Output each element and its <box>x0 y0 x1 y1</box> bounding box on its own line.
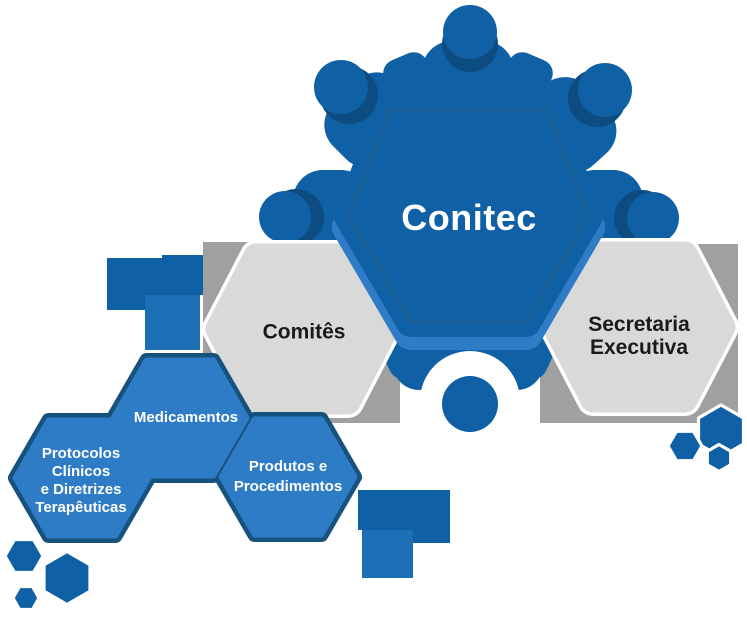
trio-hexagon <box>705 442 733 474</box>
trio-hexagon <box>11 584 41 612</box>
produtos-hexagon <box>218 416 358 538</box>
trio-hexagon <box>42 549 92 607</box>
person-head-icon-right <box>627 192 679 244</box>
person-head-icon-bottom <box>442 376 498 432</box>
person-head-icon-upper-left <box>314 60 368 114</box>
pixel-square <box>362 530 413 578</box>
secretaria-hexagon <box>539 238 739 416</box>
pixel-square <box>145 295 200 350</box>
trio-hexagon <box>3 537 45 575</box>
pixel-square <box>162 255 208 295</box>
person-head-icon-top <box>443 5 497 59</box>
pixel-squares-decoration-bottom <box>358 490 450 578</box>
hexagon-trio-decoration-right <box>666 403 746 474</box>
pixel-square <box>358 490 395 530</box>
pixel-squares-decoration-topleft <box>107 255 208 350</box>
gear-tooth <box>501 52 553 104</box>
gear-tooth <box>383 52 435 104</box>
person-head-icon-upper-right <box>578 63 632 117</box>
hexagon-trio-decoration-bottomleft <box>3 537 92 612</box>
secretaria-hexagon-fill <box>542 241 736 413</box>
protocolos-hexagon <box>12 417 152 539</box>
conitec-hexagon-edge <box>347 108 590 324</box>
cluster-hexagons <box>8 353 362 543</box>
person-head-icon-left <box>259 191 311 243</box>
trio-hexagon <box>666 429 704 463</box>
